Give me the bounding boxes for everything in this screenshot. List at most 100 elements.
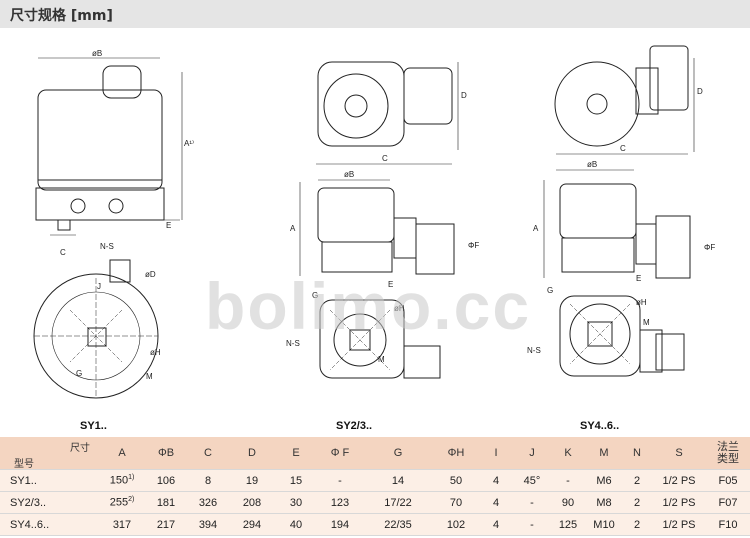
value-cell: 40 (274, 513, 318, 536)
caption-sy1: SY1.. (80, 420, 107, 432)
header-cell: Φ F (318, 437, 362, 470)
sy23-top-view: D (317, 61, 467, 150)
value-cell: 2 (622, 469, 652, 492)
sy1-dim-oB: øB (92, 49, 102, 58)
value-cell: 123 (318, 491, 362, 514)
sy23-dim-NS: N-S (286, 339, 300, 348)
sy46-dim-A: A (533, 224, 539, 233)
a-footnote: 1) (128, 474, 135, 482)
value-cell: 50 (434, 469, 478, 492)
value-cell: F05 (706, 469, 750, 492)
value-cell: 45° (514, 469, 550, 492)
sy1-bottom-view: N-S øD J øH G M (33, 242, 161, 399)
sy23-dim-oB: øB (344, 170, 354, 179)
value-cell: 4 (478, 469, 514, 492)
value-cell: F10 (706, 513, 750, 536)
value-cell: 17/22 (362, 491, 434, 514)
value-cell: 8 (186, 469, 230, 492)
value-cell: 125 (550, 513, 586, 536)
sy46-top-view: D (554, 45, 703, 152)
value-cell: 1/2 PS (652, 513, 706, 536)
header-cell: C (186, 437, 230, 470)
a-cell: 317 (98, 513, 146, 536)
caption-sy23: SY2/3.. (336, 420, 373, 432)
sy1-side-view: øB C A¹⁾ E (35, 49, 194, 257)
header-cell: I (478, 437, 514, 470)
value-cell: 2 (622, 491, 652, 514)
a-value: 255 (109, 496, 129, 509)
value-cell: 194 (318, 513, 362, 536)
a-value: 317 (112, 518, 132, 531)
header-cell: G (362, 437, 434, 470)
a-footnote: 2) (128, 496, 135, 504)
sy46-dim-M: M (643, 318, 650, 327)
model-cell: SY2/3.. (0, 491, 98, 514)
value-cell: 208 (230, 491, 274, 514)
sy23-dim-E: E (388, 280, 393, 289)
value-cell: - (550, 469, 586, 492)
sy46-bottom-view: G øH M N-S (527, 286, 685, 377)
table-corner-cell: 尺寸 型号 (0, 437, 98, 470)
sy23-dim-H: øH (394, 304, 405, 313)
sy46-dim-oB: øB (587, 160, 597, 169)
header-cell: ΦH (434, 437, 478, 470)
value-cell: 394 (186, 513, 230, 536)
sy23-dim-G: G (312, 291, 318, 300)
value-cell: M8 (586, 491, 622, 514)
sy46-side-view: C øB A ΦF E (533, 144, 715, 283)
value-cell: 30 (274, 491, 318, 514)
title-bar: 尺寸规格 [mm] (0, 0, 750, 28)
sy46-dim-H: øH (636, 298, 647, 307)
header-cell: J (514, 437, 550, 470)
value-cell: 1/2 PS (652, 469, 706, 492)
header-cell: M (586, 437, 622, 470)
a-cell: 2552) (98, 491, 146, 514)
model-cell: SY4..6.. (0, 513, 98, 536)
a-cell: 1501) (98, 469, 146, 492)
dimension-table: 尺寸 型号 A ΦB C D E Φ F G ΦH I J K M N S 法兰… (0, 437, 750, 536)
sy46-dim-NS: N-S (527, 346, 541, 355)
value-cell: 294 (230, 513, 274, 536)
model-cell: SY1.. (0, 469, 98, 492)
sy23-side-view: C øB A ΦF E (290, 154, 479, 289)
a-value: 150 (109, 474, 129, 487)
sy46-dim-F: ΦF (704, 243, 715, 252)
sy1-dim-H: øH (150, 348, 161, 357)
value-cell: 4 (478, 513, 514, 536)
value-cell: 4 (478, 491, 514, 514)
sy1-dim-E: E (166, 221, 171, 230)
sy23-dim-C: C (382, 154, 388, 163)
value-cell: 14 (362, 469, 434, 492)
sy23-dim-F: ΦF (468, 241, 479, 250)
sy1-dim-NS: N-S (100, 242, 114, 251)
sy1-dim-M: M (146, 372, 153, 381)
page-title: 尺寸规格 [mm] (10, 8, 113, 24)
value-cell: 19 (230, 469, 274, 492)
value-cell: 15 (274, 469, 318, 492)
sy46-dim-C: C (620, 144, 626, 153)
sy1-dim-J: J (97, 282, 101, 291)
sy23-bottom-view: G øH N-S M (286, 291, 441, 379)
sy23-dim-D: D (461, 91, 467, 100)
header-cell: D (230, 437, 274, 470)
value-cell: 181 (146, 491, 186, 514)
header-cell: A (98, 437, 146, 470)
sy46-dim-E: E (636, 274, 641, 283)
value-cell: - (514, 491, 550, 514)
caption-sy46: SY4..6.. (580, 420, 620, 432)
header-cell: 法兰 类型 (706, 437, 750, 470)
sy1-dim-oD: øD (145, 270, 156, 279)
value-cell: 1/2 PS (652, 491, 706, 514)
header-cell: ΦB (146, 437, 186, 470)
value-cell: 90 (550, 491, 586, 514)
sy23-dim-A: A (290, 224, 296, 233)
value-cell: 326 (186, 491, 230, 514)
table-header-row: 尺寸 型号 A ΦB C D E Φ F G ΦH I J K M N S 法兰… (0, 437, 750, 470)
corner-bottom-label: 型号 (14, 459, 34, 470)
corner-top-label: 尺寸 (70, 443, 90, 454)
sy46-dim-G: G (547, 286, 553, 295)
header-cell: E (274, 437, 318, 470)
